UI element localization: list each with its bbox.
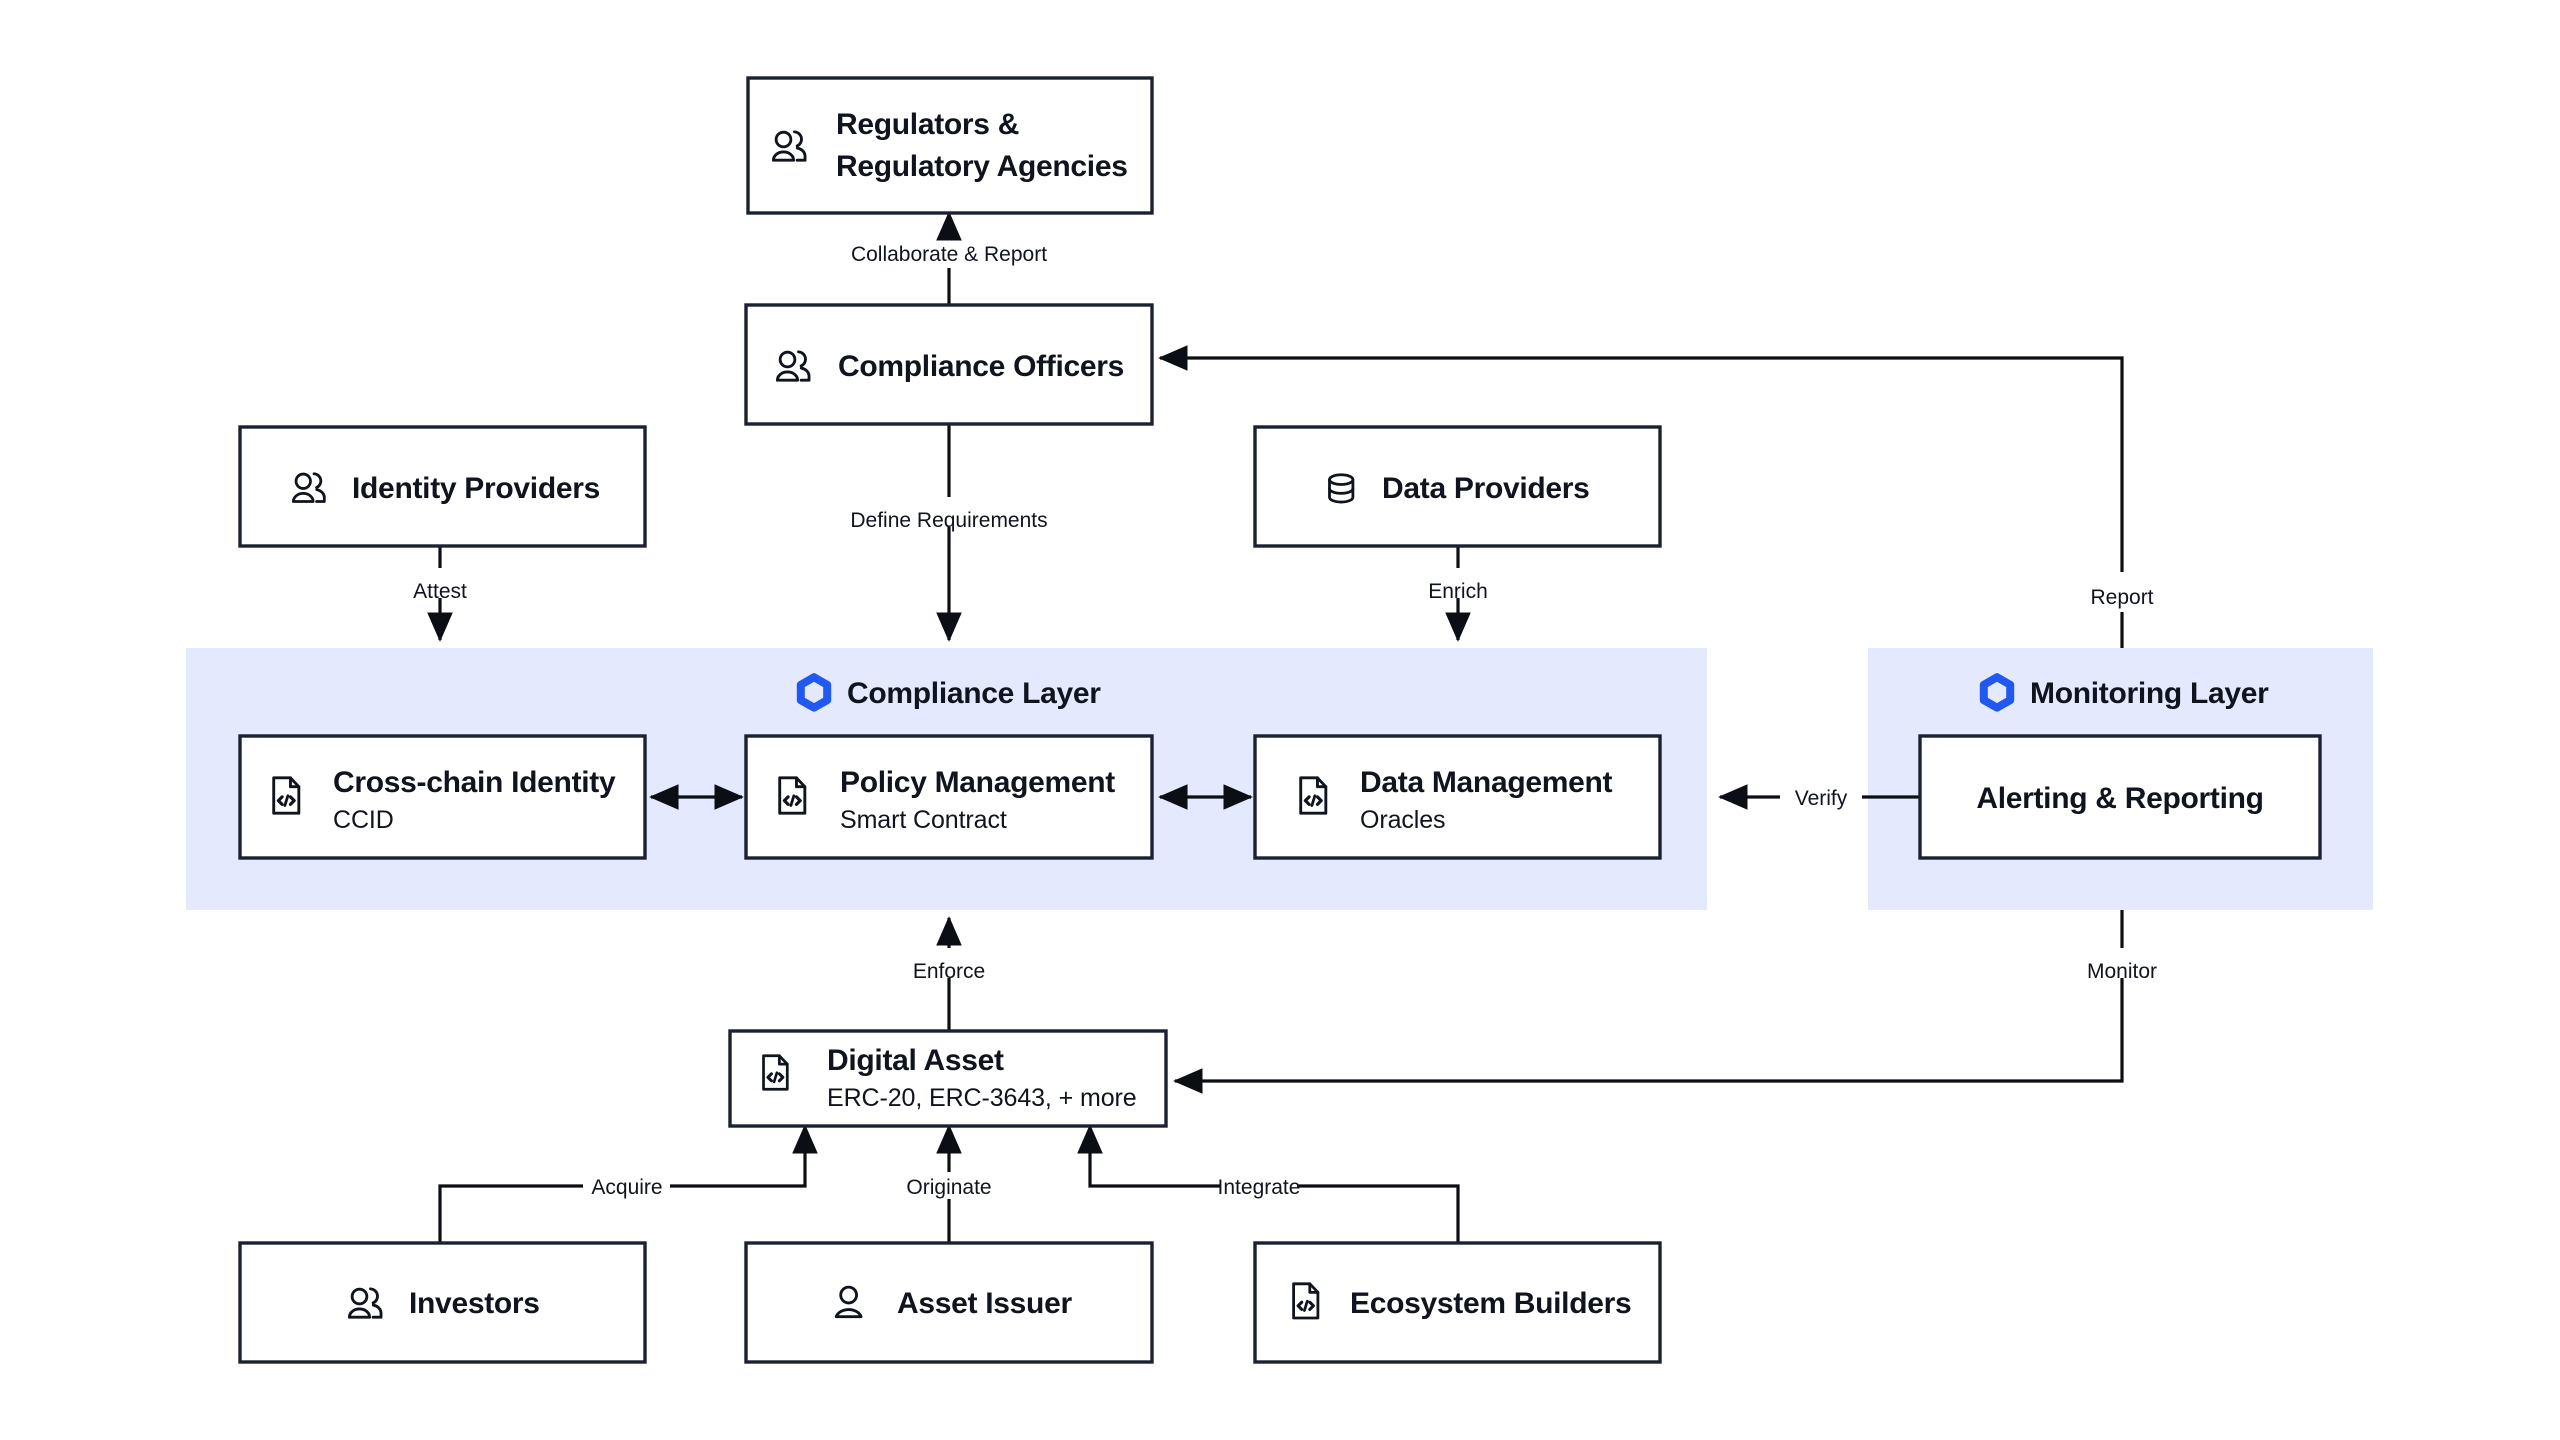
node-asset-issuer[interactable]: Asset Issuer [744,1241,1154,1364]
node-subtitle-data-management: Oracles [1360,806,1445,834]
edge-acquire: Acquire [438,1124,818,1243]
edge-label-acquire: Acquire [591,1176,662,1199]
edge-label-verify: Verify [1795,787,1848,810]
edge-label-collaborate-report: Collaborate & Report [851,243,1047,266]
edge-attest: Attest [413,546,467,642]
compliance-layer-label: Compliance Layer [847,677,1101,710]
monitoring-layer-label: Monitoring Layer [2030,677,2269,710]
node-ecosystem-builders[interactable]: Ecosystem Builders [1253,1241,1662,1364]
node-data-management[interactable]: Data Management Oracles [1253,734,1662,860]
edge-label-enforce: Enforce [913,960,985,983]
edge-monitor: Monitor [1173,910,2157,1094]
edge-label-integrate: Integrate [1218,1176,1301,1199]
compliance-layer-header: Compliance Layer [801,677,1102,710]
edge-label-attest: Attest [413,580,467,603]
edge-integrate: Integrate [1077,1124,1460,1243]
node-title-alerting-reporting: Alerting & Reporting [1976,782,2263,815]
node-alerting-reporting[interactable]: Alerting & Reporting [1918,734,2322,860]
node-title-regulators-line1: Regulators & [836,108,1019,141]
edge-enforce: Enforce [913,916,985,1031]
edge-label-monitor: Monitor [2087,960,2157,983]
node-title-ecosystem-builders: Ecosystem Builders [1350,1287,1631,1320]
edge-collaborate-report: Collaborate & Report [851,211,1047,305]
node-title-digital-asset: Digital Asset [827,1044,1004,1077]
node-title-cross-chain-identity: Cross-chain Identity [333,766,616,799]
node-title-asset-issuer: Asset Issuer [897,1287,1072,1320]
node-title-identity-providers: Identity Providers [352,472,600,505]
edge-define-requirements: Define Requirements [850,424,1048,642]
node-regulators[interactable]: Regulators & Regulatory Agencies [746,76,1154,215]
node-subtitle-digital-asset: ERC-20, ERC-3643, + more [827,1084,1137,1112]
edge-label-report: Report [2090,586,2153,609]
node-title-investors: Investors [409,1287,540,1320]
node-digital-asset[interactable]: Digital Asset ERC-20, ERC-3643, + more [728,1029,1168,1128]
node-title-data-management: Data Management [1360,766,1613,799]
node-subtitle-cross-chain-identity: CCID [333,806,394,834]
node-subtitle-policy-management: Smart Contract [840,806,1007,834]
edge-originate: Originate [906,1124,992,1243]
edge-enrich: Enrich [1428,546,1488,642]
node-title-data-providers: Data Providers [1382,472,1590,505]
node-investors[interactable]: Investors [238,1241,647,1364]
edge-report: Report [1158,345,2154,648]
edge-verify: Verify [1718,784,1920,810]
node-policy-management[interactable]: Policy Management Smart Contract [744,734,1154,860]
monitoring-layer-header: Monitoring Layer [1984,677,2269,710]
node-compliance-officers[interactable]: Compliance Officers [744,303,1154,426]
node-title-policy-management: Policy Management [840,766,1115,799]
node-identity-providers[interactable]: Identity Providers [238,425,647,548]
edge-label-define-requirements: Define Requirements [850,509,1047,532]
edge-label-originate: Originate [906,1176,991,1199]
edge-label-enrich: Enrich [1428,580,1488,603]
node-data-providers[interactable]: Data Providers [1253,425,1662,548]
node-cross-chain-identity[interactable]: Cross-chain Identity CCID [238,734,647,860]
node-title-compliance-officers: Compliance Officers [838,350,1124,383]
node-title-regulators-line2: Regulatory Agencies [836,150,1128,183]
